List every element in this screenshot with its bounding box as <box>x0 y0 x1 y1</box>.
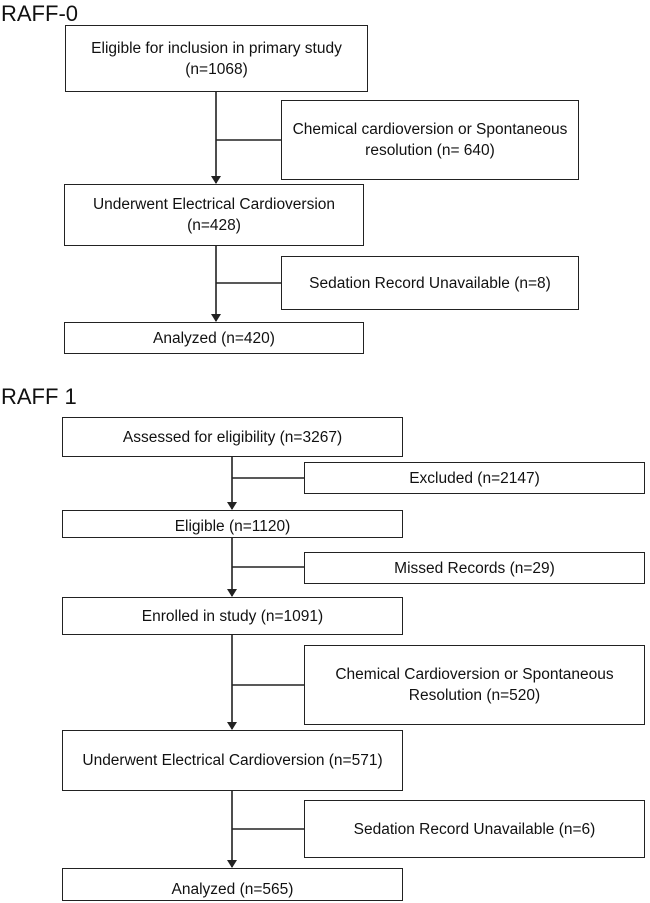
box-sedation-record-unavailable: Sedation Record Unavailable (n=8) <box>281 256 579 310</box>
box-eligible: Eligible (n=1120) <box>62 510 403 538</box>
box-assessed-for-eligibility: Assessed for eligibility (n=3267) <box>62 417 403 457</box>
box-eligible-primary-study: Eligible for inclusion in primary study … <box>65 25 368 92</box>
box-chemical-cardioversion-spontaneous-resolution: Chemical Cardioversion or Spontaneous Re… <box>304 645 645 725</box>
box-sedation-record-unavailable-raff1: Sedation Record Unavailable (n=6) <box>304 800 645 858</box>
box-enrolled-in-study: Enrolled in study (n=1091) <box>62 597 403 635</box>
box-missed-records: Missed Records (n=29) <box>304 552 645 584</box>
box-underwent-electrical-cardioversion-raff1: Underwent Electrical Cardioversion (n=57… <box>62 730 403 791</box>
box-underwent-electrical-cardioversion: Underwent Electrical Cardioversion (n=42… <box>64 184 364 246</box>
box-excluded: Excluded (n=2147) <box>304 462 645 494</box>
box-analyzed-raff1: Analyzed (n=565) <box>62 868 403 901</box>
raff1-title: RAFF 1 <box>1 384 77 409</box>
box-chemical-cardioversion: Chemical cardioversion or Spontaneous re… <box>281 100 579 180</box>
raff0-title: RAFF-0 <box>1 1 78 26</box>
box-analyzed: Analyzed (n=420) <box>64 322 364 354</box>
